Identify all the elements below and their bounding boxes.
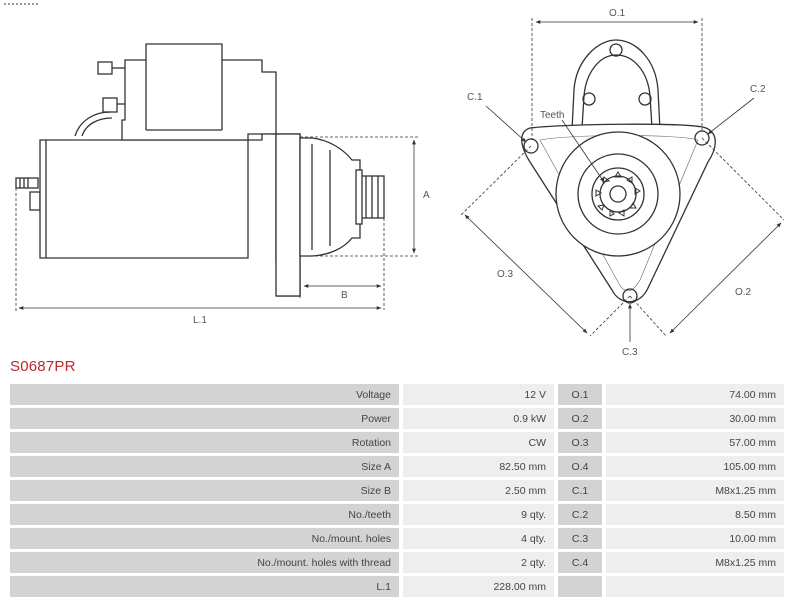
spec-name: Voltage xyxy=(10,384,399,405)
dim-value: M8x1.25 mm xyxy=(602,480,784,501)
dim-code: C.2 xyxy=(554,504,602,525)
spec-name: L.1 xyxy=(10,576,399,597)
dim-code xyxy=(554,576,602,597)
spec-name: Size B xyxy=(10,480,399,501)
spec-name: Power xyxy=(10,408,399,429)
side-view-drawing xyxy=(4,3,385,297)
spec-value: 82.50 mm xyxy=(399,456,554,477)
dim-label-c2: C.2 xyxy=(750,84,766,95)
dim-value: M8x1.25 mm xyxy=(602,552,784,573)
spec-value: 12 V xyxy=(399,384,554,405)
dim-value: 57.00 mm xyxy=(602,432,784,453)
part-code-title: S0687PR xyxy=(10,358,76,375)
dim-label-l1: L.1 xyxy=(193,315,207,326)
side-view-dimensions xyxy=(15,136,420,312)
spec-value: 9 qty. xyxy=(399,504,554,525)
dim-label-o2: O.2 xyxy=(735,287,752,298)
spec-value: 0.9 kW xyxy=(399,408,554,429)
dim-code: C.1 xyxy=(554,480,602,501)
dim-code: O.2 xyxy=(554,408,602,429)
dim-code: C.3 xyxy=(554,528,602,549)
front-view-drawing xyxy=(521,39,716,304)
spec-name: Size A xyxy=(10,456,399,477)
dim-code: C.4 xyxy=(554,552,602,573)
spec-name: Rotation xyxy=(10,432,399,453)
dim-value: 105.00 mm xyxy=(602,456,784,477)
dim-value: 10.00 mm xyxy=(602,528,784,549)
front-view-dimensions xyxy=(459,18,785,342)
dim-value: 74.00 mm xyxy=(602,384,784,405)
dim-value: 8.50 mm xyxy=(602,504,784,525)
technical-drawing: A B L.1 xyxy=(4,3,785,358)
spec-name: No./teeth xyxy=(10,504,399,525)
dim-value: 30.00 mm xyxy=(602,408,784,429)
dim-value xyxy=(602,576,784,597)
dim-label-a: A xyxy=(423,190,430,201)
spec-name: No./mount. holes xyxy=(10,528,399,549)
spec-value: CW xyxy=(399,432,554,453)
dim-label-teeth: Teeth xyxy=(540,110,564,121)
spec-value: 4 qty. xyxy=(399,528,554,549)
dim-label-o3: O.3 xyxy=(497,269,514,280)
spec-value: 2.50 mm xyxy=(399,480,554,501)
dim-code: O.1 xyxy=(554,384,602,405)
dim-label-b: B xyxy=(341,290,348,301)
spec-value: 2 qty. xyxy=(399,552,554,573)
dim-label-o1: O.1 xyxy=(609,8,626,19)
spec-value: 228.00 mm xyxy=(399,576,554,597)
dim-label-c1: C.1 xyxy=(467,92,483,103)
dim-code: O.3 xyxy=(554,432,602,453)
dim-code: O.4 xyxy=(554,456,602,477)
spec-name: No./mount. holes with thread xyxy=(10,552,399,573)
dim-label-c3: C.3 xyxy=(622,347,638,358)
